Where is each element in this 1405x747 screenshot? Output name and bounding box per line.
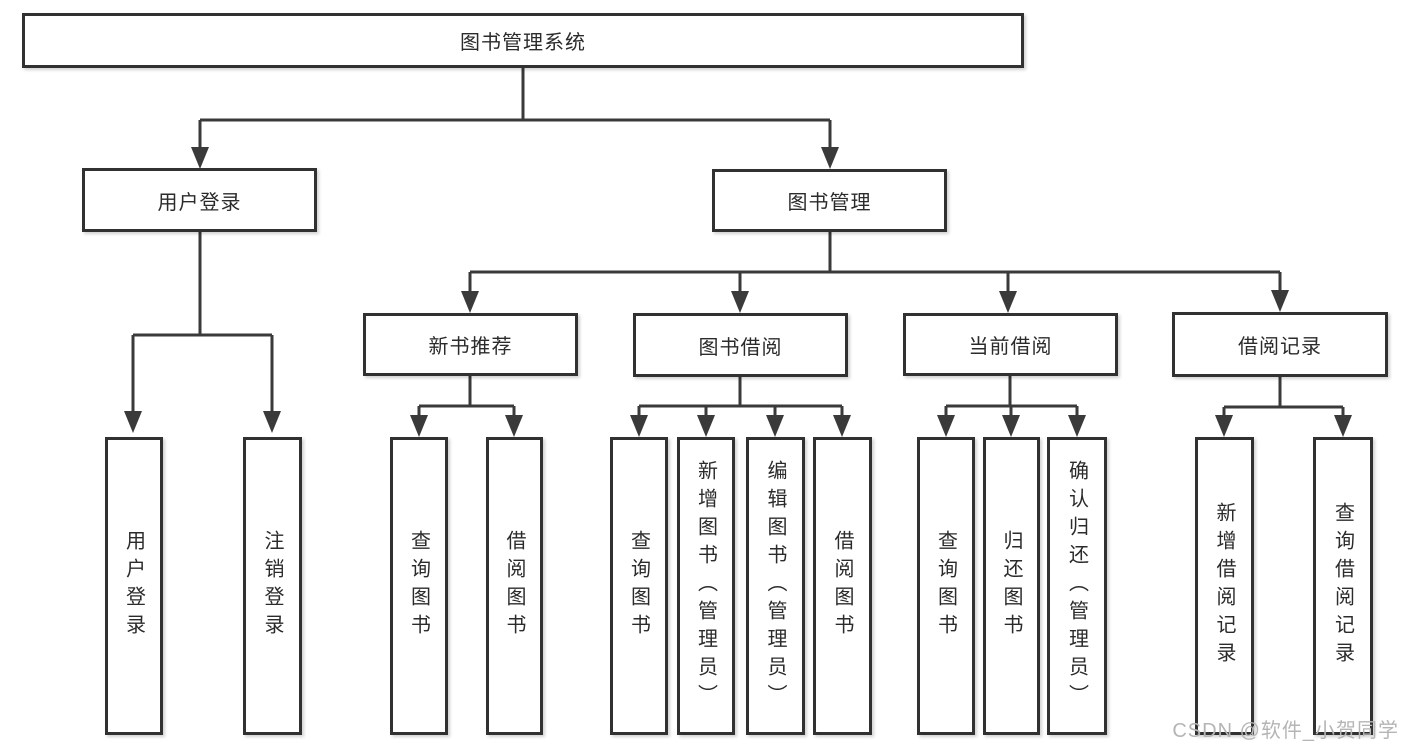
node-label: 用户登录 <box>157 191 242 214</box>
leaf-user-login: 用户登录 <box>105 437 163 735</box>
node-root-system: 图书管理系统 <box>22 13 1024 68</box>
node-new-book-recommend: 新书推荐 <box>363 313 578 376</box>
csdn-watermark: CSDN @软件_小贺同学 <box>1172 720 1399 742</box>
node-label: 图书管理系统 <box>460 32 586 54</box>
node-label: 图书借阅 <box>698 336 783 359</box>
leaf-logout-login: 注销登录 <box>243 437 302 735</box>
node-label: 确认归还（管理员） <box>1065 460 1088 712</box>
leaf-add-book-admin: 新增图书（管理员） <box>677 437 735 735</box>
leaf-add-borrow-record: 新增借阅记录 <box>1195 437 1254 735</box>
node-user-login: 用户登录 <box>82 168 317 232</box>
leaf-edit-book-admin: 编辑图书（管理员） <box>746 437 805 735</box>
node-label: 新增图书（管理员） <box>694 460 717 712</box>
node-label: 查询图书 <box>407 530 430 642</box>
node-label: 借阅图书 <box>831 530 853 642</box>
leaf-query-books-borrow: 查询图书 <box>610 437 668 735</box>
node-label: 图书管理 <box>787 192 872 214</box>
node-book-management: 图书管理 <box>712 169 947 232</box>
node-label: 借阅记录 <box>1238 336 1322 358</box>
node-label: 注销登录 <box>261 530 283 642</box>
node-borrow-records: 借阅记录 <box>1172 312 1388 377</box>
leaf-return-book: 归还图书 <box>983 437 1040 735</box>
node-label: 查询借阅记录 <box>1331 502 1354 670</box>
leaf-borrow-books-borrow: 借阅图书 <box>813 437 872 735</box>
leaf-query-books-recommend: 查询图书 <box>390 437 448 735</box>
node-current-borrow: 当前借阅 <box>903 313 1118 376</box>
node-label: 新增借阅记录 <box>1213 502 1235 670</box>
leaf-query-books-current: 查询图书 <box>917 437 975 735</box>
node-label: 借阅图书 <box>503 530 525 642</box>
leaf-query-borrow-record: 查询借阅记录 <box>1313 437 1373 735</box>
leaf-confirm-return-admin: 确认归还（管理员） <box>1047 437 1107 735</box>
node-label: 编辑图书（管理员） <box>764 460 786 712</box>
leaf-borrow-books-recommend: 借阅图书 <box>486 437 543 735</box>
node-label: 查询图书 <box>934 530 957 642</box>
node-book-borrow: 图书借阅 <box>633 313 848 377</box>
node-label: 用户登录 <box>122 530 145 642</box>
node-label: 查询图书 <box>627 530 650 642</box>
node-label: 归还图书 <box>1000 530 1022 642</box>
node-label: 新书推荐 <box>428 336 513 358</box>
node-label: 当前借阅 <box>968 336 1053 358</box>
